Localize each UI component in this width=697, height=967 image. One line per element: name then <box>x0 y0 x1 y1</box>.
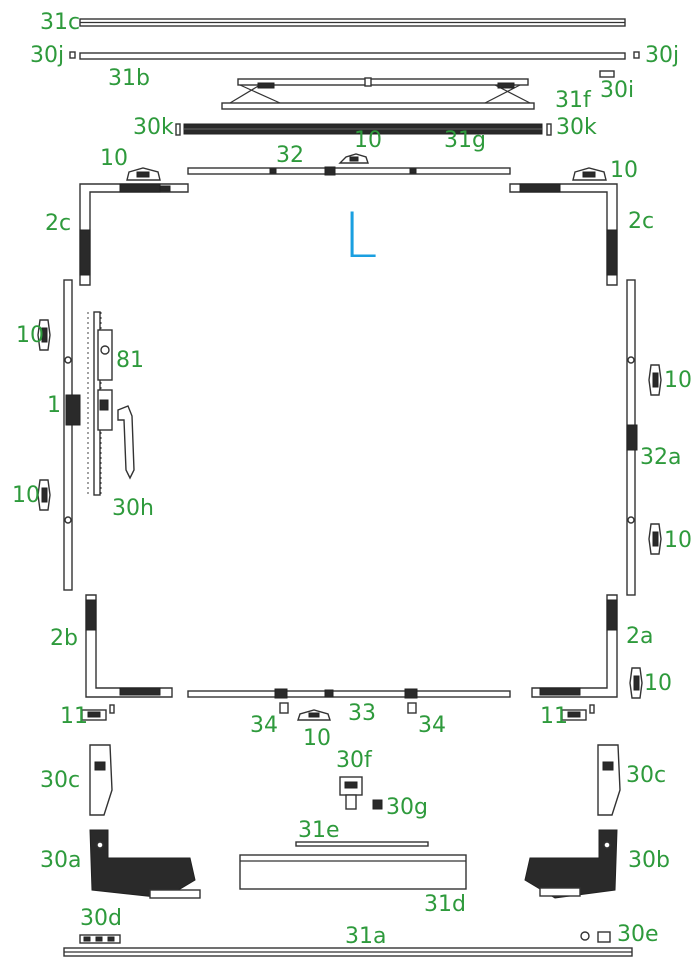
part-31g-profile <box>183 123 543 135</box>
part-30f-block <box>339 776 363 810</box>
label-30j-right: 30j <box>645 43 680 68</box>
label-10-right-lower: 10 <box>664 528 692 553</box>
part-10-left-lower-striker <box>37 479 51 511</box>
direction-mark-L: L <box>343 199 378 272</box>
part-10-right-upper-striker <box>648 364 662 396</box>
label-10-left-lower: 10 <box>12 483 40 508</box>
label-11-right: 11 <box>540 704 568 729</box>
label-31e: 31e <box>298 818 340 843</box>
label-10-top-right: 10 <box>610 158 638 183</box>
label-10-left-upper: 10 <box>16 323 44 348</box>
label-1: 1 <box>47 393 61 418</box>
part-30g <box>372 799 383 810</box>
part-34-right <box>407 702 417 714</box>
part-30j-left-cap <box>69 51 76 59</box>
label-10-bottom-right: 10 <box>644 671 672 696</box>
label-31g: 31g <box>444 128 486 153</box>
part-10-bottom-right-striker <box>629 667 643 699</box>
label-2b: 2b <box>50 626 78 651</box>
part-2c-left-corner <box>79 183 189 286</box>
part-11-right-keeper <box>561 704 595 721</box>
label-30c-left: 30c <box>40 768 81 793</box>
part-30e-screw <box>580 931 590 941</box>
part-31f-scissor-stay <box>221 77 535 110</box>
part-31d-cover <box>239 854 467 890</box>
part-32-top-rod <box>187 166 511 176</box>
label-31c: 31c <box>40 10 81 35</box>
part-10-right-lower-striker <box>648 523 662 555</box>
label-34-right: 34 <box>418 713 446 738</box>
label-30c-right: 30c <box>626 763 667 788</box>
part-30k-left <box>175 123 181 136</box>
part-30c-right-cover <box>597 744 621 816</box>
part-30c-left-cover <box>89 744 113 816</box>
part-10-top-left-striker <box>126 167 161 181</box>
label-32a: 32a <box>640 445 682 470</box>
part-30i <box>599 70 615 78</box>
label-30k-right: 30k <box>556 115 597 140</box>
part-31e-rod <box>295 841 429 847</box>
part-30k-right <box>546 123 552 136</box>
label-34-left: 34 <box>250 713 278 738</box>
label-31b: 31b <box>108 66 150 91</box>
part-30b-hinge-assembly <box>524 829 618 899</box>
part-30e-block <box>597 931 611 943</box>
part-30a-hinge-assembly <box>89 829 201 899</box>
label-11-left: 11 <box>60 704 88 729</box>
part-10-left-upper-striker <box>37 319 51 351</box>
label-30g: 30g <box>386 795 428 820</box>
label-30k-left: 30k <box>133 115 174 140</box>
part-10-top-right-striker <box>572 167 607 181</box>
label-81: 81 <box>116 348 144 373</box>
label-30e: 30e <box>617 922 659 947</box>
part-1-left-drive-rod <box>63 279 81 591</box>
label-10-bottom: 10 <box>303 726 331 751</box>
label-30i: 30i <box>600 78 635 103</box>
part-11-left-keeper <box>81 704 115 721</box>
label-10-top: 10 <box>354 128 382 153</box>
part-81-gearbox <box>87 311 113 496</box>
part-2b-bottom-left-corner <box>85 594 173 698</box>
part-31a-rail <box>63 947 633 957</box>
label-30j-left: 30j <box>30 43 65 68</box>
part-30j-right-cap <box>633 51 640 59</box>
part-30d-plate <box>79 934 121 944</box>
part-10-bottom-striker <box>297 709 331 721</box>
part-10-top-striker <box>338 153 369 164</box>
part-32a-right-rod <box>626 279 638 596</box>
label-30h: 30h <box>112 496 154 521</box>
label-10-right-upper: 10 <box>664 368 692 393</box>
part-34-left <box>279 702 289 714</box>
label-31f: 31f <box>555 88 591 113</box>
label-30b: 30b <box>628 848 670 873</box>
label-10-top-left: 10 <box>100 146 128 171</box>
label-33: 33 <box>348 701 376 726</box>
label-2c-right: 2c <box>628 209 655 234</box>
label-32: 32 <box>276 143 304 168</box>
label-30a: 30a <box>40 848 82 873</box>
part-2a-bottom-right-corner <box>531 594 618 698</box>
label-31d: 31d <box>424 892 466 917</box>
part-33-bottom-rod <box>187 688 511 699</box>
part-2c-right-corner <box>509 183 618 286</box>
label-31a: 31a <box>345 924 387 949</box>
label-2a: 2a <box>626 624 654 649</box>
part-31c-rail <box>79 18 626 27</box>
part-30h-handle <box>117 405 135 480</box>
label-30d: 30d <box>80 906 122 931</box>
part-31b-rail <box>79 52 626 60</box>
label-30f: 30f <box>336 748 372 773</box>
label-2c-left: 2c <box>45 211 72 236</box>
